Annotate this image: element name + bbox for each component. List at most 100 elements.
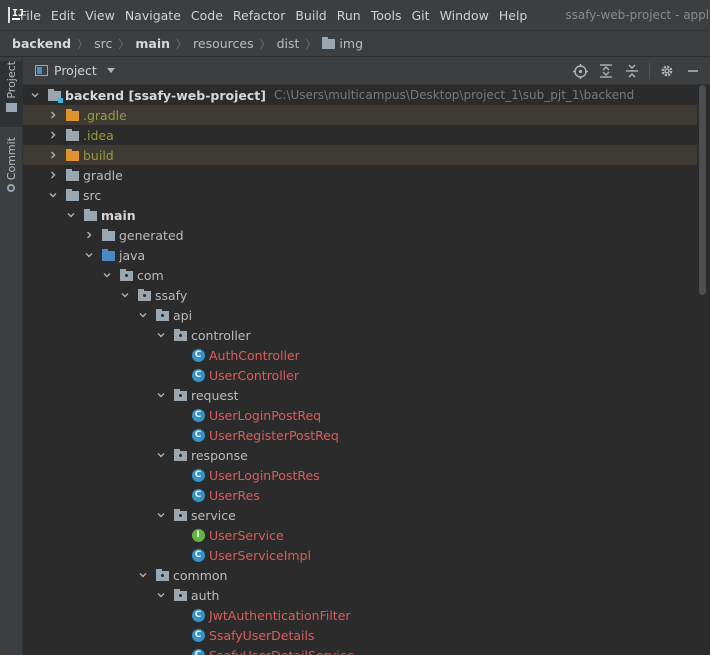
class-icon: C	[191, 548, 205, 562]
breadcrumb-item-img[interactable]: img	[339, 36, 364, 51]
menu-bar: IJ File Edit View Navigate Code Refactor Build…	[0, 0, 710, 30]
chevron-down-icon[interactable]	[155, 509, 167, 521]
minimize-icon	[688, 70, 698, 72]
menu-help[interactable]: Help	[498, 7, 528, 23]
chevron-down-icon[interactable]	[137, 309, 149, 321]
tree-item-label: ssafy	[155, 287, 188, 303]
tree-row[interactable]: src	[23, 185, 697, 205]
package-icon	[173, 328, 187, 342]
tree-row[interactable]: controller	[23, 325, 697, 345]
breadcrumb-item-main[interactable]: main	[135, 36, 171, 51]
chevron-down-icon[interactable]	[137, 569, 149, 581]
chevron-down-icon[interactable]	[65, 209, 77, 221]
menu-run[interactable]: Run	[336, 7, 361, 23]
project-view-icon	[35, 65, 48, 76]
stripe-commit-label: Commit	[4, 137, 18, 181]
chevron-down-icon[interactable]	[83, 249, 95, 261]
chevron-down-icon[interactable]	[119, 289, 131, 301]
stripe-tab-commit[interactable]: Commit	[0, 137, 22, 197]
tree-row[interactable]: ssafy	[23, 285, 697, 305]
tree-row[interactable]: main	[23, 205, 697, 225]
locate-file-button[interactable]	[567, 57, 593, 85]
chevron-right-icon[interactable]	[47, 149, 59, 161]
breadcrumb-item-resources[interactable]: resources	[193, 36, 254, 51]
class-icon: C	[191, 488, 205, 502]
chevron-down-icon[interactable]	[155, 449, 167, 461]
breadcrumb-item-dist[interactable]: dist	[276, 36, 300, 51]
tree-row[interactable]: response	[23, 445, 697, 465]
breadcrumb-item-backend[interactable]: backend	[12, 36, 72, 51]
class-icon: C	[191, 648, 205, 655]
tree-root-row[interactable]: backend [ssafy-web-project] C:\Users\mul…	[23, 85, 697, 105]
chevron-down-icon[interactable]	[101, 269, 113, 281]
tree-item-label: service	[191, 507, 236, 523]
chevron-down-icon[interactable]	[155, 389, 167, 401]
window-title: ssafy-web-project - application	[565, 8, 710, 22]
menu-git[interactable]: Git	[411, 7, 430, 23]
hide-panel-button[interactable]	[680, 57, 706, 85]
menu-edit[interactable]: Edit	[50, 7, 76, 23]
chevron-down-icon[interactable]	[47, 189, 59, 201]
root-path-label: C:\Users\multicampus\Desktop\project_1\s…	[273, 88, 635, 102]
tree-item-label: generated	[119, 227, 184, 243]
tree-row[interactable]: auth	[23, 585, 697, 605]
tree-row[interactable]: api	[23, 305, 697, 325]
chevron-down-icon[interactable]	[155, 589, 167, 601]
project-panel-header: Project	[23, 57, 710, 85]
tree-row[interactable]: build	[23, 145, 697, 165]
tree-item-label: controller	[191, 327, 251, 343]
menu-tools[interactable]: Tools	[370, 7, 402, 23]
tree-row[interactable]: .gradle	[23, 105, 697, 125]
tree-row[interactable]: .idea	[23, 125, 697, 145]
tree-item-label: JwtAuthenticationFilter	[209, 607, 351, 623]
tree-row[interactable]: java	[23, 245, 697, 265]
gear-icon	[661, 65, 673, 77]
chevron-right-icon[interactable]	[47, 169, 59, 181]
tree-row[interactable]: service	[23, 505, 697, 525]
tree-row[interactable]: generated	[23, 225, 697, 245]
menu-code[interactable]: Code	[190, 7, 223, 23]
breadcrumb-separator-icon: 〉	[176, 37, 188, 51]
tree-item-label: .gradle	[83, 107, 127, 123]
menu-build[interactable]: Build	[295, 7, 327, 23]
tree-row[interactable]: com	[23, 265, 697, 285]
panel-title[interactable]: Project	[54, 63, 97, 78]
chevron-right-icon[interactable]	[47, 129, 59, 141]
chevron-down-icon[interactable]	[29, 89, 41, 101]
chevron-right-icon[interactable]	[47, 109, 59, 121]
vertical-scrollbar[interactable]	[699, 85, 706, 295]
menu-refactor[interactable]: Refactor	[232, 7, 286, 23]
menu-file[interactable]: File	[20, 7, 41, 23]
class-icon: C	[191, 468, 205, 482]
menu-view[interactable]: View	[85, 7, 115, 23]
stripe-tab-project[interactable]: Project	[0, 61, 22, 127]
project-tree[interactable]: backend [ssafy-web-project] C:\Users\mul…	[23, 85, 710, 655]
view-dropdown-icon[interactable]	[106, 68, 115, 73]
tree-row[interactable]: common	[23, 565, 697, 585]
intellij-logo-icon[interactable]: IJ	[8, 7, 24, 23]
tree-row[interactable]: gradle	[23, 165, 697, 185]
package-icon	[173, 588, 187, 602]
breadcrumb-item-src[interactable]: src	[94, 36, 113, 51]
expand-all-button[interactable]	[593, 57, 619, 85]
menu-navigate[interactable]: Navigate	[124, 7, 181, 23]
chevron-down-icon[interactable]	[155, 329, 167, 341]
package-icon	[173, 448, 187, 462]
settings-button[interactable]	[654, 57, 680, 85]
tree-row[interactable]: request	[23, 385, 697, 405]
chevron-right-icon[interactable]	[83, 229, 95, 241]
package-icon	[119, 268, 133, 282]
collapse-all-button[interactable]	[619, 57, 645, 85]
menu-window[interactable]: Window	[439, 7, 489, 23]
